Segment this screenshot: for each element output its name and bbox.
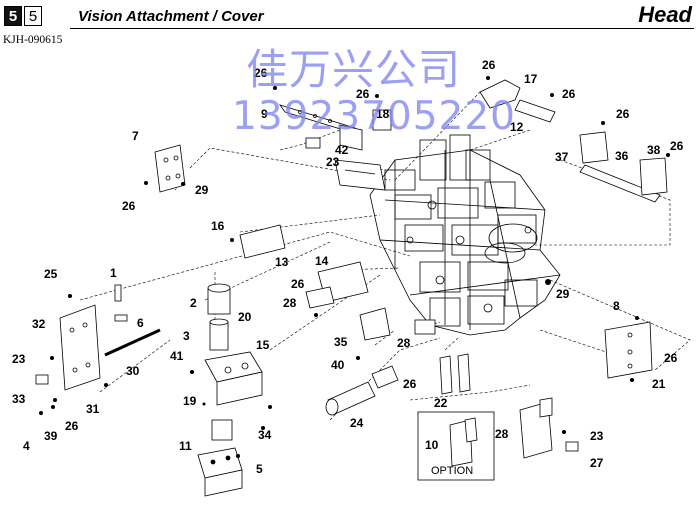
callout: 26 xyxy=(254,66,268,80)
callout: 20 xyxy=(238,310,252,324)
part-3-block xyxy=(204,351,263,406)
head-assembly xyxy=(369,134,561,336)
page-number-major: 5 xyxy=(4,6,22,26)
callout: 19 xyxy=(183,394,197,408)
callout: 26 xyxy=(403,377,417,391)
part-25-20-pins xyxy=(114,284,128,322)
callout: 41 xyxy=(170,349,184,363)
watermark-phone: 13923705220 xyxy=(232,94,516,139)
callout: 23 xyxy=(590,429,604,443)
part-37-bracket xyxy=(579,131,609,164)
callout: 39 xyxy=(44,429,58,443)
callout: 29 xyxy=(195,183,209,197)
callout: 38 xyxy=(647,143,661,157)
callout: 16 xyxy=(211,219,225,233)
callout: 15 xyxy=(256,338,270,352)
part-36-rail xyxy=(579,164,661,203)
callout: 27 xyxy=(590,456,604,470)
document-code: KJH-090615 xyxy=(3,34,63,46)
small-labels xyxy=(35,374,579,452)
callout: 36 xyxy=(615,149,629,163)
part-13-14-plates xyxy=(305,261,369,309)
callout: 1 xyxy=(110,266,117,280)
callout: 42 xyxy=(335,143,349,157)
part-16-plate xyxy=(239,224,286,259)
callout: 30 xyxy=(126,364,140,378)
callout: 26 xyxy=(65,419,79,433)
part-7-bracket xyxy=(154,144,186,193)
callout: 37 xyxy=(555,150,569,164)
callout: 5 xyxy=(256,462,263,476)
callout: 14 xyxy=(315,254,329,268)
callout: 17 xyxy=(524,72,538,86)
part-9-bar xyxy=(278,104,363,151)
callout: 33 xyxy=(12,392,26,406)
option-label: OPTION xyxy=(431,465,473,477)
part-8-bracket xyxy=(604,321,653,379)
header-rule xyxy=(70,28,694,29)
part-40-bracket xyxy=(439,353,471,395)
callout: 23 xyxy=(326,155,340,169)
callout: 24 xyxy=(350,416,364,430)
callout: 25 xyxy=(44,267,58,281)
callout: 32 xyxy=(32,317,46,331)
callout: 8 xyxy=(613,299,620,313)
callout: 13 xyxy=(275,255,289,269)
screws xyxy=(39,76,670,458)
part-6-bracket xyxy=(59,304,101,391)
callout: 26 xyxy=(482,58,496,72)
part-42-frame xyxy=(334,159,386,191)
callout: 4 xyxy=(23,439,30,453)
callout: 6 xyxy=(137,316,144,330)
section-title: Head xyxy=(638,2,692,27)
part-4-5-assembly xyxy=(197,419,243,497)
callout: 28 xyxy=(283,296,297,310)
callout: 26 xyxy=(670,139,684,153)
part-41-block xyxy=(414,319,436,335)
callout: 12 xyxy=(510,120,524,134)
callout: 21 xyxy=(652,377,666,391)
part-12-plate xyxy=(514,99,556,123)
callout: 26 xyxy=(122,199,136,213)
watermark-chinese: 佳万兴公司 xyxy=(246,45,462,94)
part-23-label xyxy=(305,137,321,149)
callout: 40 xyxy=(331,358,345,372)
part-10-bracket xyxy=(519,397,553,459)
part-19-22-tube xyxy=(325,365,399,416)
part-15-bracket xyxy=(359,307,391,341)
part-18-block xyxy=(372,109,392,131)
callout: 2 xyxy=(190,296,197,310)
callout: 26 xyxy=(664,351,678,365)
callout: 26 xyxy=(562,87,576,101)
callout: 10 xyxy=(425,438,439,452)
callout: 23 xyxy=(12,352,26,366)
callout: 31 xyxy=(86,402,100,416)
part-21-rod xyxy=(104,328,161,357)
callout: 26 xyxy=(356,87,370,101)
callout: 22 xyxy=(434,396,448,410)
callout-numbers: 26 9 17 26 26 18 12 26 23 42 7 26 29 37 … xyxy=(12,58,684,477)
page-header: 5 5 Vision Attachment / Cover Head KJH-0… xyxy=(0,0,700,46)
callout: 26 xyxy=(616,107,630,121)
callout: 9 xyxy=(261,107,268,121)
callout: 28 xyxy=(495,427,509,441)
callout: 28 xyxy=(397,336,411,350)
callout: 34 xyxy=(258,428,272,442)
callout: 29 xyxy=(556,287,570,301)
callout: 35 xyxy=(334,335,348,349)
page-title: Vision Attachment / Cover xyxy=(78,8,264,25)
part-38-cover xyxy=(639,157,668,196)
callout: 7 xyxy=(132,129,139,143)
callout: 18 xyxy=(376,107,390,121)
callout: 26 xyxy=(291,277,305,291)
option-box xyxy=(417,411,495,481)
part-17-bracket xyxy=(479,79,521,109)
callout: 3 xyxy=(183,329,190,343)
callout: 11 xyxy=(179,439,192,453)
part-1-2-cylinder xyxy=(207,283,231,351)
page-number-minor: 5 xyxy=(24,6,42,26)
